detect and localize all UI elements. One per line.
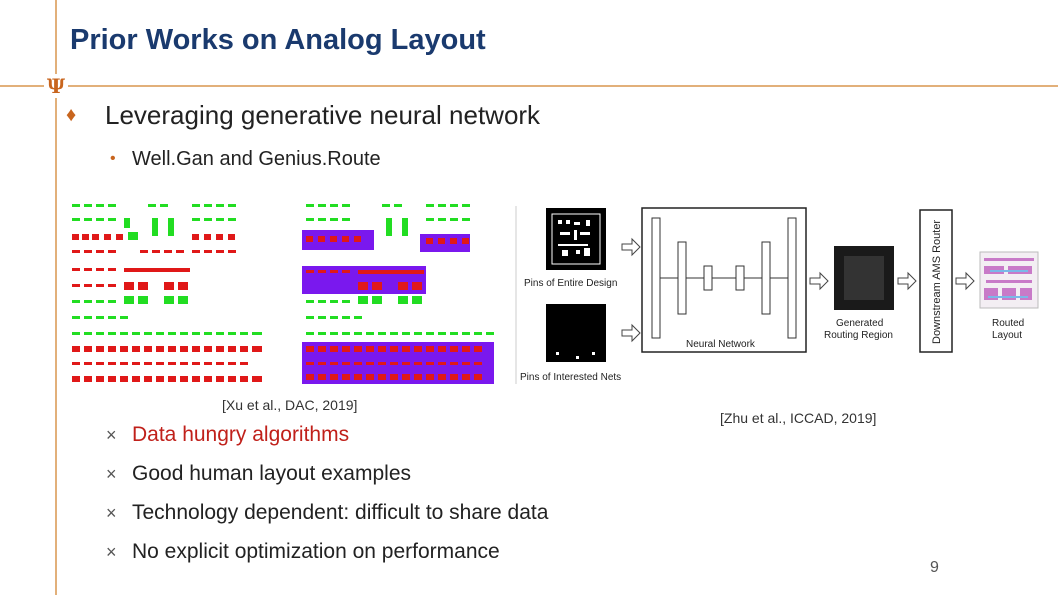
routed-label-2: Layout xyxy=(992,330,1022,341)
x-mark-icon: × xyxy=(106,464,117,484)
list-item: Good human layout examples xyxy=(132,462,411,485)
router-box xyxy=(919,209,953,353)
bullet-main: Leveraging generative neural network xyxy=(105,100,541,130)
sub-bullet-icon: • xyxy=(110,150,116,167)
list-item: Data hungry algorithms xyxy=(132,423,350,446)
citation-left: [Xu et al., DAC, 2019] xyxy=(222,397,358,413)
x-mark-icon: × xyxy=(106,425,117,445)
router-label: Downstream AMS Router xyxy=(931,220,943,344)
geniusroute-pipeline-figure: Pins of Entire Design Pins of Interested… xyxy=(515,206,1039,384)
arrow-icon xyxy=(621,323,641,343)
university-logo-icon: Ψ xyxy=(44,74,68,98)
list-item: No explicit optimization on performance xyxy=(132,540,500,563)
list-item: Technology dependent: difficult to share… xyxy=(132,501,549,524)
citation-right: [Zhu et al., ICCAD, 2019] xyxy=(720,410,877,426)
page-number: 9 xyxy=(930,559,939,576)
routed-layout-image xyxy=(979,251,1039,309)
neural-network-box xyxy=(641,207,807,353)
generated-label-2: Routing Region xyxy=(824,330,893,341)
horizontal-divider xyxy=(0,85,1058,87)
pins-nets-label: Pins of Interested Nets xyxy=(520,372,621,383)
neural-network-label: Neural Network xyxy=(686,339,756,350)
layout-image-right xyxy=(302,204,494,384)
pins-entire-design-image xyxy=(546,208,606,270)
arrow-icon xyxy=(955,271,975,291)
arrow-icon xyxy=(809,271,829,291)
wellgan-layout-figure xyxy=(72,204,494,384)
layout-image-left xyxy=(72,204,262,382)
bullet-sub: Well.Gan and Genius.Route xyxy=(132,148,381,170)
arrow-icon xyxy=(621,237,641,257)
pins-interested-nets-image xyxy=(546,304,606,362)
vertical-divider xyxy=(55,0,57,595)
x-mark-icon: × xyxy=(106,503,117,523)
arrow-icon xyxy=(897,271,917,291)
diamond-bullet-icon: ♦ xyxy=(66,104,77,126)
routed-label-1: Routed xyxy=(992,318,1024,329)
pins-entire-label: Pins of Entire Design xyxy=(524,278,617,289)
slide-title: Prior Works on Analog Layout xyxy=(70,24,486,56)
generated-label-1: Generated xyxy=(836,318,883,329)
x-mark-icon: × xyxy=(106,542,117,562)
